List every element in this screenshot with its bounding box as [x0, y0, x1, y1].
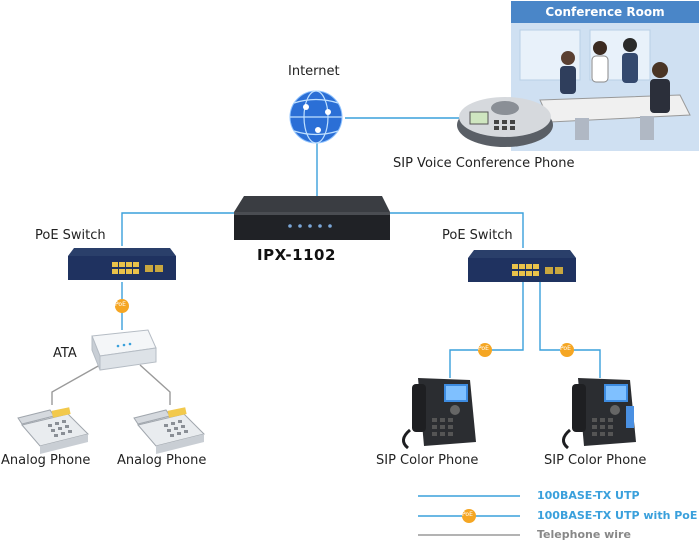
analog-phone-1-icon — [17, 407, 89, 454]
sip-color-phone-2-icon — [562, 378, 636, 450]
analog-phone-1-label: Analog Phone — [1, 453, 91, 468]
poe-badge-right-1-text: PoE — [478, 345, 489, 352]
poe-badge-right-2 — [560, 343, 574, 357]
legend-lines — [418, 495, 520, 536]
poe-badge-right-2-text: PoE — [560, 345, 571, 352]
sip-color-phone-2-label: SIP Color Phone — [544, 453, 647, 468]
poe-badge-right-1 — [478, 343, 492, 357]
analog-phone-2-label: Analog Phone — [117, 453, 207, 468]
sip-color-phone-1-icon — [402, 378, 476, 450]
poe-badge-left — [115, 299, 129, 313]
ipx-1102-label: IPX-1102 — [257, 246, 336, 264]
legend-utp-label: 100BASE-TX UTP — [537, 489, 640, 502]
poe-switch-left-label: PoE Switch — [35, 228, 106, 243]
telephone-lines — [51, 364, 171, 405]
sip-voice-conference-phone-label: SIP Voice Conference Phone — [393, 156, 575, 171]
conference-room-panel — [511, 1, 699, 151]
poe-switch-right-label: PoE Switch — [442, 228, 513, 243]
sip-conference-phone-icon — [457, 97, 553, 147]
poe-switch-left-icon — [68, 248, 176, 280]
poe-badge-left-text: PoE — [115, 301, 126, 308]
ata-device-icon — [91, 329, 157, 371]
internet-label: Internet — [288, 64, 340, 79]
ata-label: ATA — [53, 346, 77, 361]
analog-phone-2-icon — [133, 407, 205, 454]
ipx-1102-device-icon — [234, 196, 390, 240]
sip-color-phone-1-label: SIP Color Phone — [376, 453, 479, 468]
internet-globe-icon — [289, 90, 343, 144]
legend-poe-badge-text: PoE — [462, 511, 473, 518]
legend-utp-poe-label: 100BASE-TX UTP with PoE — [537, 509, 698, 522]
legend-telephone-label: Telephone wire — [537, 528, 631, 541]
poe-switch-right-icon — [468, 250, 576, 282]
conference-room-title: Conference Room — [511, 1, 699, 23]
